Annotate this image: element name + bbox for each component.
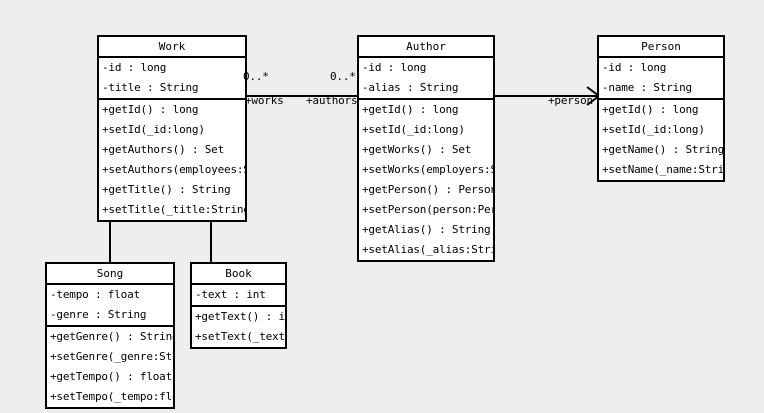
attribute-row: -id : long (102, 61, 167, 74)
method-row: +getId() : long (102, 103, 199, 116)
method-row: +getGenre() : String (50, 330, 173, 343)
role-person: +person (548, 94, 593, 107)
method-row: +setId(_id:long) (102, 123, 205, 136)
class-box-book[interactable]: Book -text : int +getText() : int +setTe… (190, 262, 287, 349)
method-row: +setTempo(_tempo:float) (50, 390, 173, 403)
attribute-compartment-work: -id : long -title : String (99, 58, 245, 98)
multiplicity-work-side: 0..* (243, 70, 269, 83)
attribute-row: -id : long (602, 61, 667, 74)
class-box-person[interactable]: Person -id : long -name : String +getId(… (597, 35, 725, 182)
class-box-author[interactable]: Author -id : long -alias : String +getId… (357, 35, 495, 262)
attribute-row: -title : String (102, 81, 199, 94)
class-separator (99, 56, 245, 58)
class-separator (599, 56, 723, 58)
class-box-song[interactable]: Song -tempo : float -genre : String +get… (45, 262, 175, 409)
attribute-row: -genre : String (50, 308, 147, 321)
method-row: +getPerson() : Person (362, 183, 493, 196)
method-row: +setAuthors(employees:Set) (102, 163, 245, 176)
method-compartment-person: +getId() : long +setId(_id:long) +getNam… (599, 100, 723, 180)
class-separator (47, 325, 173, 327)
method-row: +getTempo() : float (50, 370, 173, 383)
role-authors: +authors (306, 94, 358, 107)
method-row: +getAlias() : String (362, 223, 491, 236)
class-separator (599, 98, 723, 100)
method-compartment-song: +getGenre() : String +setGenre(_genre:St… (47, 327, 173, 407)
class-separator (192, 283, 285, 285)
attribute-compartment-book: -text : int (192, 285, 285, 305)
attribute-row: -text : int (195, 288, 266, 301)
class-box-work[interactable]: Work -id : long -title : String +getId()… (97, 35, 247, 222)
attribute-compartment-song: -tempo : float -genre : String (47, 285, 173, 325)
class-name-song: Song (96, 267, 124, 280)
method-row: +setTitle(_title:String) (102, 203, 245, 216)
method-row: +setAlias(_alias:String) (362, 243, 493, 256)
method-row: +setId(_id:long) (362, 123, 465, 136)
class-separator (359, 98, 493, 100)
method-row: +setText(_text:int) (195, 330, 285, 343)
attribute-row: -id : long (362, 61, 427, 74)
class-name-work: Work (158, 40, 186, 53)
method-compartment-author: +getId() : long +setId(_id:long) +getWor… (359, 100, 493, 260)
class-separator (192, 305, 285, 307)
attribute-row: -name : String (602, 81, 692, 94)
method-row: +getWorks() : Set (362, 143, 472, 156)
class-name-book: Book (225, 267, 252, 280)
method-row: +getId() : long (602, 103, 699, 116)
method-row: +getName() : String (602, 143, 723, 156)
method-row: +setWorks(employers:Set) (362, 163, 493, 176)
attribute-compartment-author: -id : long -alias : String (359, 58, 493, 98)
method-row: +setPerson(person:Person) (362, 203, 493, 216)
method-compartment-book: +getText() : int +setText(_text:int) (192, 307, 285, 347)
method-row: +getTitle() : String (102, 183, 231, 196)
class-separator (99, 98, 245, 100)
method-compartment-work: +getId() : long +setId(_id:long) +getAut… (99, 100, 245, 220)
attribute-row: -alias : String (362, 81, 459, 94)
role-works: +works (245, 94, 284, 107)
multiplicity-author-side: 0..* (330, 70, 356, 83)
method-row: +setName(_name:String) (602, 163, 723, 176)
class-name-person: Person (641, 40, 681, 53)
attribute-row: -tempo : float (50, 288, 140, 301)
method-row: +getText() : int (195, 310, 285, 323)
class-separator (47, 283, 173, 285)
class-name-author: Author (406, 40, 446, 53)
method-row: +setGenre(_genre:String) (50, 350, 173, 363)
method-row: +setId(_id:long) (602, 123, 705, 136)
method-row: +getAuthors() : Set (102, 143, 225, 156)
class-separator (359, 56, 493, 58)
method-row: +getId() : long (362, 103, 459, 116)
attribute-compartment-person: -id : long -name : String (599, 58, 723, 98)
